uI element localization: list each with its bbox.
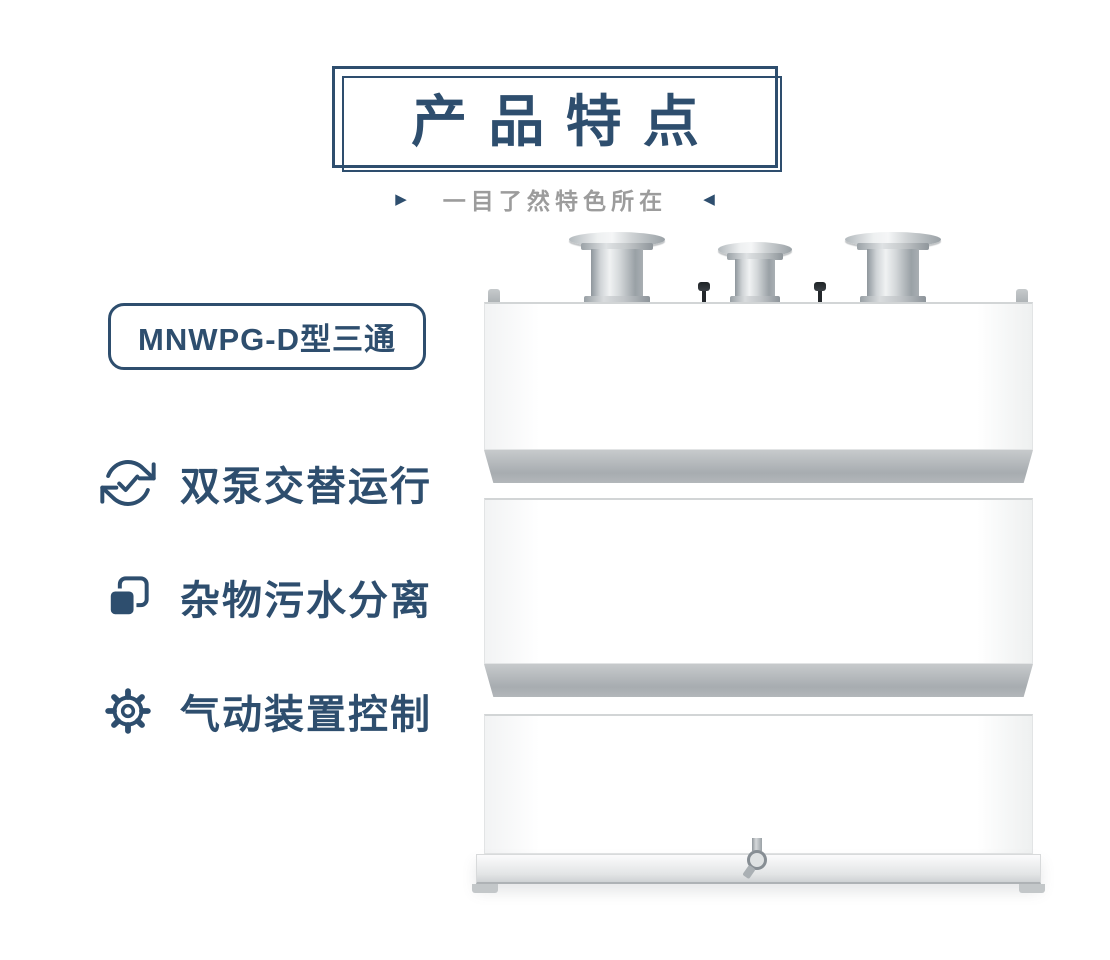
base-foot-left xyxy=(472,884,498,893)
pipe-collar xyxy=(584,296,650,305)
pipe-neck xyxy=(591,249,643,297)
tank-section-top xyxy=(484,302,1033,450)
lifting-lug-left xyxy=(488,289,500,302)
model-badge: MNWPG-D型三通 xyxy=(108,303,426,370)
left-triangle-icon: ◀ xyxy=(703,190,715,208)
tank-bevel-top xyxy=(484,450,1033,483)
right-triangle-icon: ▶ xyxy=(395,190,407,208)
page-title-frame: 产品特点 xyxy=(332,66,782,172)
pipe-neck xyxy=(735,259,775,297)
tank-section-bottom xyxy=(484,714,1033,854)
pipe-neck xyxy=(867,249,919,297)
pipe-flange-plate xyxy=(580,243,654,250)
inlet-pipe-center xyxy=(718,242,792,305)
inlet-pipe-right xyxy=(845,232,941,305)
product-illustration xyxy=(470,232,1070,922)
pipe-collar xyxy=(729,296,781,305)
base-foot-right xyxy=(1019,884,1045,893)
drain-stem xyxy=(752,838,762,851)
feature-label: 气动装置控制 xyxy=(180,693,432,737)
drain-valve xyxy=(742,838,770,886)
feature-label: 杂物污水分离 xyxy=(180,579,432,623)
gear-icon xyxy=(100,683,156,739)
valve-knob xyxy=(698,282,710,302)
model-badge-label: MNWPG-D型三通 xyxy=(138,322,396,357)
feature-row: 双泵交替运行 xyxy=(100,452,432,514)
feature-label: 双泵交替运行 xyxy=(180,465,432,509)
tank-section-middle xyxy=(484,498,1033,664)
subtitle-text: 一目了然特色所在 xyxy=(442,188,668,214)
sync-check-icon xyxy=(100,455,156,511)
copy-icon xyxy=(100,569,156,625)
subtitle-row: ▶ 一目了然特色所在 ◀ xyxy=(0,182,1110,216)
pipe-collar xyxy=(860,296,926,305)
valve-knob xyxy=(814,282,826,302)
page-title: 产品特点 xyxy=(411,89,721,153)
tank-bevel-middle xyxy=(484,664,1033,697)
feature-row: 气动装置控制 xyxy=(100,680,432,742)
feature-row: 杂物污水分离 xyxy=(100,566,432,628)
drain-ring xyxy=(747,850,767,870)
pipe-flange-plate xyxy=(856,243,930,250)
feature-list: 双泵交替运行 杂物污水分离 xyxy=(100,452,432,794)
lifting-lug-right xyxy=(1016,289,1028,302)
inlet-pipe-left xyxy=(569,232,665,305)
pipe-flange-plate xyxy=(726,253,784,260)
